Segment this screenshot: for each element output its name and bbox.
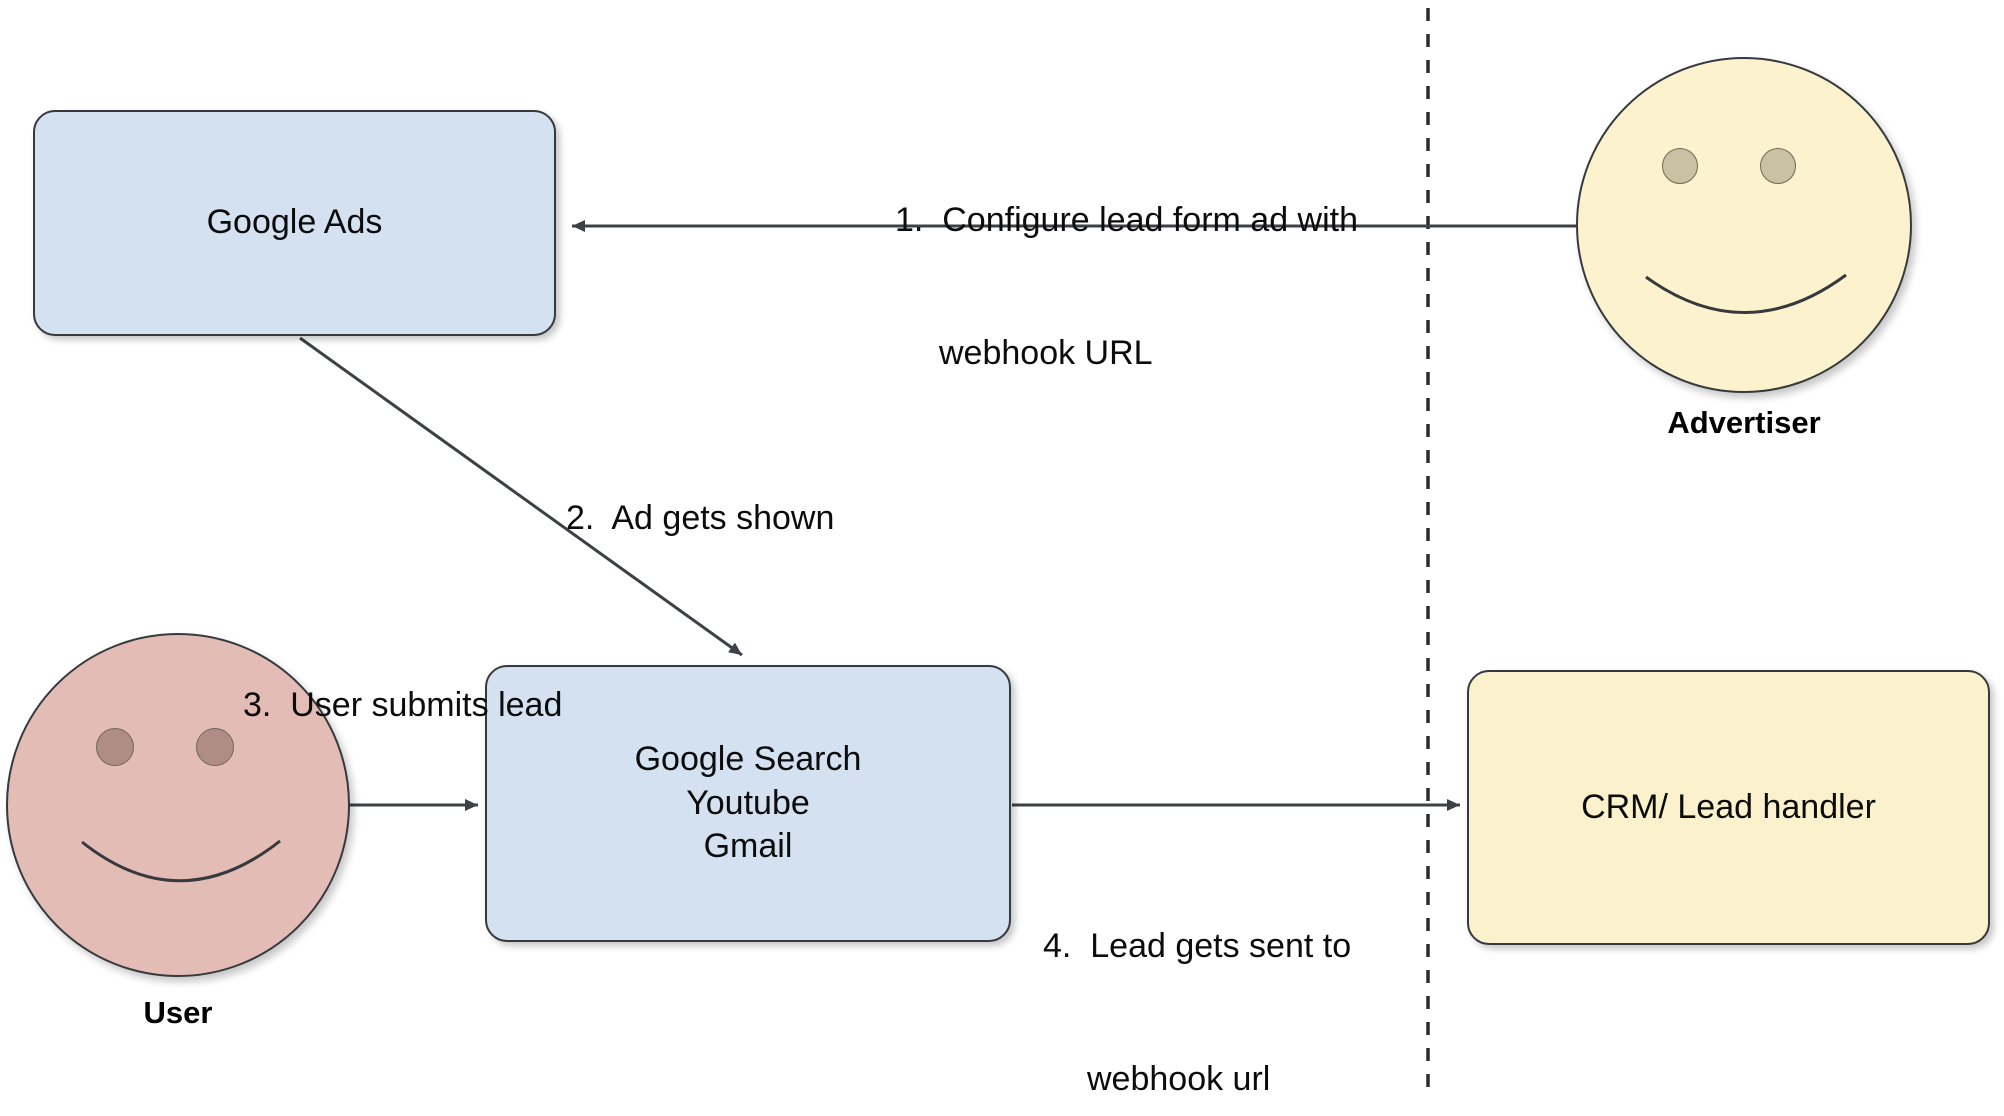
edge-label-step-3: 3. User submits lead bbox=[243, 595, 562, 816]
edge-label-step-3-line-1: 3. User submits lead bbox=[243, 686, 563, 725]
advertiser-right-eye-icon bbox=[1760, 148, 1796, 184]
edge-google-ads-to-surfaces bbox=[299, 336, 743, 657]
node-google-surfaces-line-2: Youtube bbox=[686, 783, 810, 822]
user-smile-icon bbox=[81, 839, 281, 883]
edge-label-step-2-line-1: 2. Ad gets shown bbox=[566, 499, 835, 538]
user-left-eye-icon bbox=[96, 728, 134, 766]
user-right-eye-icon bbox=[196, 728, 234, 766]
edge-label-step-4-line-2: webhook url bbox=[1087, 1059, 1271, 1098]
edge-label-step-1-line-1: 1. Configure lead form ad with bbox=[895, 201, 1359, 240]
node-advertiser-face[interactable] bbox=[1576, 57, 1912, 393]
node-google-ads[interactable]: Google Ads bbox=[33, 110, 556, 336]
node-crm-lead-handler[interactable]: CRM/ Lead handler bbox=[1467, 670, 1990, 945]
node-google-ads-label: Google Ads bbox=[206, 203, 383, 242]
node-google-surfaces-line-1: Google Search bbox=[634, 740, 862, 779]
advertiser-left-eye-icon bbox=[1662, 148, 1698, 184]
node-google-surfaces[interactable]: Google Search Youtube Gmail bbox=[485, 665, 1011, 942]
node-user-face[interactable] bbox=[6, 633, 350, 977]
node-user-label: User bbox=[143, 995, 213, 1030]
edge-label-step-4: 4. Lead gets sent to webhook url bbox=[1043, 836, 1351, 1116]
edge-label-step-4-line-1: 4. Lead gets sent to bbox=[1043, 927, 1352, 966]
edge-label-step-1-line-2: webhook URL bbox=[939, 333, 1153, 372]
node-advertiser-label: Advertiser bbox=[1667, 405, 1821, 440]
node-google-surfaces-line-3: Gmail bbox=[703, 827, 793, 866]
node-crm-label: CRM/ Lead handler bbox=[1581, 787, 1876, 826]
edge-label-step-2: 2. Ad gets shown bbox=[566, 408, 834, 629]
advertiser-smile-icon bbox=[1645, 273, 1847, 314]
edge-label-step-1: 1. Configure lead form ad with webhook U… bbox=[895, 110, 1358, 464]
